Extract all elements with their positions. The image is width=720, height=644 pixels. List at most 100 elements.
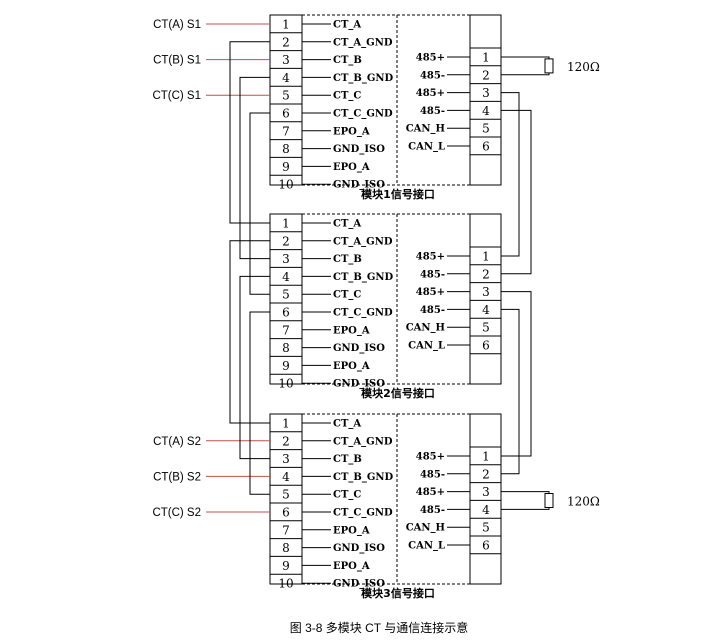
right-pin-number: 3 bbox=[482, 485, 490, 499]
left-pin-number: 10 bbox=[278, 377, 293, 391]
left-signal-label: GND_ISO bbox=[333, 144, 385, 155]
left-signal-label: CT_A bbox=[333, 20, 361, 31]
ct-terminal-label: CT(C) S2 bbox=[152, 507, 201, 519]
left-signal-label: CT_B bbox=[333, 454, 362, 465]
right-signal-label: CAN_L bbox=[408, 341, 445, 352]
left-pin-number: 6 bbox=[282, 107, 290, 121]
left-pin-number: 5 bbox=[282, 89, 290, 103]
resistor-value-label: 120Ω bbox=[567, 495, 600, 509]
right-signal-label: 485- bbox=[420, 505, 445, 516]
left-signal-label: EPO_A bbox=[333, 525, 370, 536]
module-title: 模块1信号接口 bbox=[361, 187, 435, 201]
figure-caption: 图 3-8 多模块 CT 与通信连接示意 bbox=[290, 620, 468, 635]
left-pin-number: 7 bbox=[282, 523, 290, 537]
right-signal-label: 485+ bbox=[416, 452, 445, 463]
left-pin-number: 6 bbox=[282, 506, 290, 520]
right-pin-number: 2 bbox=[482, 68, 490, 82]
left-signal-label: CT_B bbox=[333, 254, 362, 265]
left-pin-number: 5 bbox=[282, 288, 290, 302]
termination-bottom-lead-top bbox=[501, 491, 550, 494]
ct-terminal-label: CT(A) S2 bbox=[153, 436, 201, 448]
right-pin-number: 3 bbox=[482, 285, 490, 299]
left-signal-label: GND_ISO bbox=[333, 180, 385, 191]
left-signal-label: GND_ISO bbox=[333, 579, 385, 590]
right-pin-number: 6 bbox=[482, 140, 490, 154]
left-pin-number: 8 bbox=[282, 541, 290, 555]
right-signal-label: CAN_H bbox=[406, 124, 445, 135]
right-pin-column bbox=[469, 213, 502, 385]
right-pin-number: 4 bbox=[482, 303, 490, 317]
left-pin-number: 4 bbox=[282, 470, 290, 484]
right-pin-number: 5 bbox=[482, 521, 490, 535]
left-pin-number: 2 bbox=[282, 434, 290, 448]
termination-top-lead-bottom bbox=[501, 72, 550, 76]
left-pin-number: 1 bbox=[282, 417, 290, 431]
left-pin-number: 8 bbox=[282, 341, 290, 355]
left-pin-number: 10 bbox=[278, 577, 293, 591]
ct-c-link-1-2 bbox=[249, 112, 270, 295]
left-pin-number: 2 bbox=[282, 35, 290, 49]
right-pin-column bbox=[469, 413, 502, 585]
left-signal-label: CT_A bbox=[333, 419, 361, 430]
left-pin-number: 3 bbox=[282, 252, 290, 266]
rs485-plus-link-2-3 bbox=[501, 291, 532, 457]
right-signal-label: CAN_H bbox=[406, 523, 445, 534]
rs485-plus-link-1-2 bbox=[501, 92, 520, 257]
right-pin-number: 5 bbox=[482, 321, 490, 335]
left-signal-label: CT_B_GND bbox=[333, 472, 394, 483]
right-signal-label: CAN_L bbox=[408, 541, 445, 552]
left-pin-number: 7 bbox=[282, 124, 290, 138]
right-pin-number: 1 bbox=[482, 450, 490, 464]
left-signal-label: CT_B bbox=[333, 55, 362, 66]
right-signal-label: 485+ bbox=[416, 287, 445, 298]
right-signal-label: 485+ bbox=[416, 252, 445, 263]
right-signal-label: CAN_H bbox=[406, 323, 445, 334]
ct-terminal-label: CT(A) S1 bbox=[153, 19, 201, 31]
left-pin-number: 6 bbox=[282, 306, 290, 320]
left-signal-label: EPO_A bbox=[333, 126, 370, 137]
left-signal-label: GND_ISO bbox=[333, 343, 385, 354]
left-signal-label: GND_ISO bbox=[333, 379, 385, 390]
left-pin-number: 3 bbox=[282, 53, 290, 67]
right-pin-column bbox=[469, 14, 502, 186]
left-signal-label: CT_B_GND bbox=[333, 73, 394, 84]
termination-resistor bbox=[544, 58, 554, 74]
right-pin-number: 6 bbox=[482, 539, 490, 553]
left-signal-label: EPO_A bbox=[333, 561, 370, 572]
left-signal-label: CT_A_GND bbox=[333, 436, 393, 447]
left-signal-label: CT_C bbox=[333, 290, 361, 301]
right-pin-number: 4 bbox=[482, 104, 490, 118]
left-signal-label: EPO_A bbox=[333, 361, 370, 372]
left-pin-number: 2 bbox=[282, 234, 290, 248]
ct-terminal-label: CT(B) S2 bbox=[153, 471, 201, 483]
termination-top-lead-top bbox=[501, 56, 550, 59]
right-pin-number: 6 bbox=[482, 339, 490, 353]
ct-b-link-1-2 bbox=[239, 76, 270, 260]
left-pin-number: 9 bbox=[282, 559, 290, 573]
left-pin-number: 3 bbox=[282, 452, 290, 466]
left-pin-number: 5 bbox=[282, 488, 290, 502]
left-signal-label: CT_C bbox=[333, 91, 361, 102]
module-title: 模块3信号接口 bbox=[361, 586, 435, 600]
right-signal-label: 485+ bbox=[416, 487, 445, 498]
right-signal-label: 485- bbox=[420, 469, 445, 480]
left-signal-label: CT_C bbox=[333, 490, 361, 501]
right-signal-label: 485- bbox=[420, 70, 445, 81]
left-signal-label: EPO_A bbox=[333, 325, 370, 336]
left-signal-label: CT_C_GND bbox=[333, 109, 393, 120]
termination-bottom-lead-bottom bbox=[501, 507, 550, 510]
left-signal-label: CT_C_GND bbox=[333, 308, 393, 319]
right-pin-number: 2 bbox=[482, 467, 490, 481]
right-signal-label: 485- bbox=[420, 106, 445, 117]
left-pin-number: 1 bbox=[282, 217, 290, 231]
left-signal-label: CT_A_GND bbox=[333, 37, 393, 48]
right-signal-label: 485- bbox=[420, 305, 445, 316]
module-title: 模块2信号接口 bbox=[361, 386, 435, 400]
right-pin-number: 3 bbox=[482, 86, 490, 100]
termination-resistor bbox=[544, 493, 554, 508]
left-pin-column bbox=[269, 213, 303, 385]
left-signal-label: CT_B_GND bbox=[333, 272, 394, 283]
right-signal-label: 485+ bbox=[416, 88, 445, 99]
left-signal-label: CT_A bbox=[333, 219, 361, 230]
